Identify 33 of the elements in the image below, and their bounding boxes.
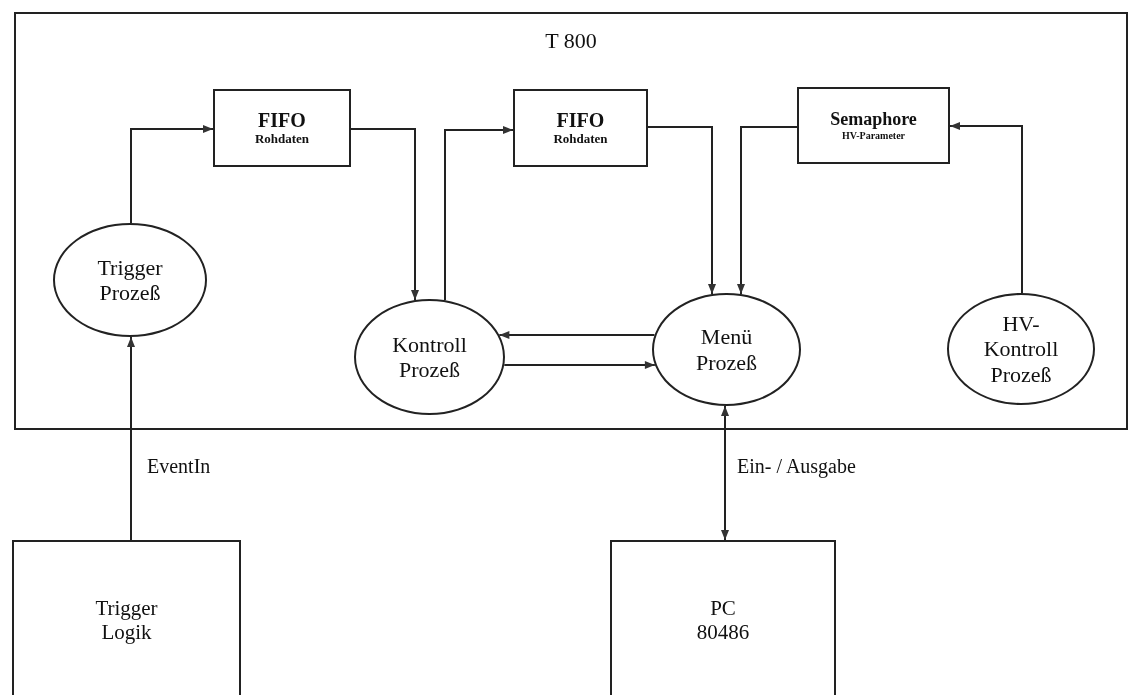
node-label: FIFO [556, 109, 605, 133]
arrow [503, 361, 656, 369]
node-label: Kontroll Prozeß [391, 331, 468, 383]
module-box [610, 540, 836, 695]
process-node [53, 223, 207, 337]
node-sublabel: HV-Parameter [841, 130, 906, 142]
arrow [444, 126, 514, 302]
module-box [213, 89, 351, 167]
arrow [721, 405, 729, 541]
arrow [498, 331, 656, 339]
arrow [127, 336, 135, 541]
module-box [797, 87, 950, 164]
arrow [350, 128, 419, 302]
node-label: FIFO [258, 109, 306, 133]
node-label: Trigger Logik [94, 595, 159, 645]
node-label: Menü Prozeß [694, 324, 759, 375]
node-label: HV- Kontroll Prozeß [982, 311, 1060, 387]
arrow [737, 126, 798, 296]
process-node [354, 299, 505, 415]
frame-title: T 800 [544, 28, 598, 54]
node-label: Trigger Prozeß [96, 254, 164, 306]
processor-frame [14, 12, 1128, 430]
arrow [647, 126, 716, 296]
module-box [12, 540, 241, 695]
arrow [949, 122, 1023, 294]
module-box [513, 89, 648, 167]
node-sublabel: Rohdaten [254, 132, 310, 147]
process-node [947, 293, 1095, 405]
node-label: Semaphore [830, 109, 917, 131]
arrow [130, 125, 214, 224]
process-node [652, 293, 801, 406]
node-label: PC 80486 [695, 595, 751, 645]
node-sublabel: Rohdaten [553, 132, 608, 147]
